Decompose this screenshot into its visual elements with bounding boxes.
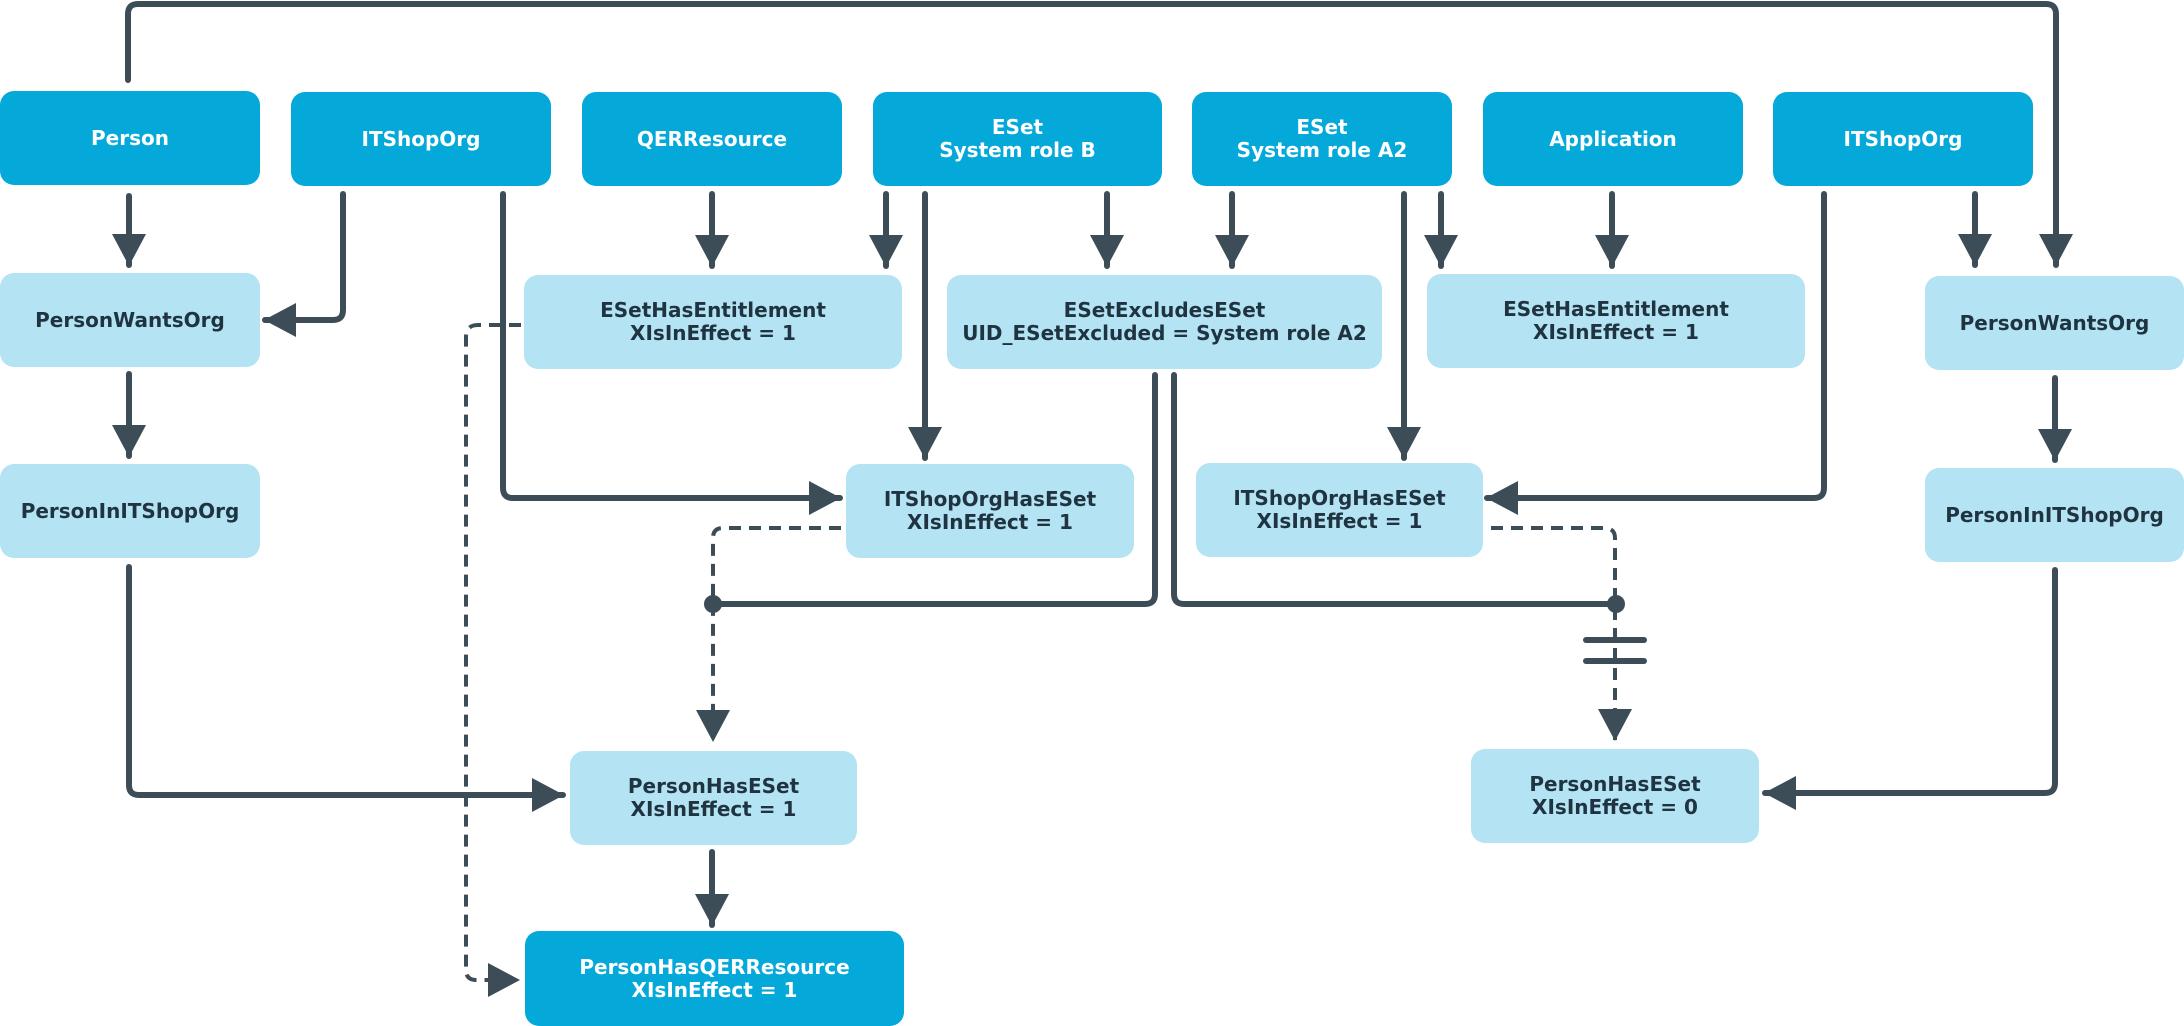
node-label: PersonHasESet — [1529, 772, 1701, 796]
node-personhaseset-right: PersonHasESet XIsInEffect = 0 — [1471, 749, 1759, 843]
node-sublabel: XIsInEffect = 0 — [1532, 795, 1698, 819]
node-label: QERResource — [636, 126, 788, 151]
node-label: ESetExcludesESet — [1063, 298, 1266, 322]
junction-dot-left — [704, 595, 722, 613]
node-sublabel: System role B — [939, 138, 1096, 162]
node-label: Person — [91, 125, 169, 150]
junction-dot-right — [1607, 595, 1625, 613]
dashed-itshoporghaseset-to-personhaseset — [696, 526, 841, 742]
connector-exclusion-right — [1171, 372, 1619, 607]
node-itshoporg-left: ITShopOrg — [291, 92, 551, 186]
node-label: PersonHasQERResource — [579, 954, 850, 979]
node-itshoporg-right: ITShopOrg — [1773, 92, 2033, 186]
connector-person-to-personwantsorg-right — [125, 1, 2073, 268]
node-personinitshoporg-right: PersonInITShopOrg — [1925, 468, 2184, 562]
node-label: PersonWantsOrg — [35, 307, 225, 332]
node-label: ITShopOrgHasESet — [1233, 486, 1446, 510]
node-personwantsorg-left: PersonWantsOrg — [0, 273, 260, 367]
node-sublabel: XIsInEffect = 1 — [1256, 509, 1423, 533]
connector-exclusion-left — [710, 372, 1158, 607]
connector-itshoporg-to-personwantsorg — [262, 191, 346, 337]
node-esethasentitlement-left: ESetHasEntitlement XIsInEffect = 1 — [524, 275, 902, 369]
connector-itshoporg-to-itshoporghaseset-left — [500, 191, 843, 515]
node-esethasentitlement-right: ESetHasEntitlement XIsInEffect = 1 — [1427, 274, 1805, 368]
node-application: Application — [1483, 92, 1743, 186]
node-label: ITShopOrg — [1843, 126, 1963, 151]
node-sublabel: UID_ESetExcluded = System role A2 — [962, 321, 1367, 345]
node-sublabel: System role A2 — [1236, 138, 1408, 162]
node-label: PersonInITShopOrg — [20, 498, 240, 523]
node-sublabel: XIsInEffect = 1 — [630, 321, 796, 345]
node-label: PersonWantsOrg — [1959, 310, 2150, 335]
node-itshoporghaseset-right: ITShopOrgHasESet XIsInEffect = 1 — [1196, 463, 1483, 557]
node-label: ESetHasEntitlement — [600, 298, 826, 322]
dashed-esethasentitlement-to-personhasqerresource — [464, 323, 521, 997]
node-sublabel: XIsInEffect = 1 — [907, 510, 1073, 534]
connector-personinitshoporg-to-personhaseset — [126, 564, 566, 812]
node-label: PersonInITShopOrg — [1945, 502, 2164, 527]
node-eset-system-role-a2: ESet System role A2 — [1192, 92, 1452, 186]
node-label: ITShopOrgHasESet — [883, 487, 1097, 511]
node-sublabel: XIsInEffect = 1 — [1533, 320, 1699, 344]
node-label: Application — [1549, 126, 1677, 151]
node-personhaseset-left: PersonHasESet XIsInEffect = 1 — [570, 751, 857, 845]
node-person: Person — [0, 91, 260, 185]
node-esetexcludeseset: ESetExcludesESet UID_ESetExcluded = Syst… — [947, 275, 1382, 369]
node-label: PersonHasESet — [627, 774, 800, 798]
node-eset-system-role-b: ESet System role B — [873, 92, 1162, 186]
node-label: ESetHasEntitlement — [1503, 297, 1729, 321]
node-personhasqerresource: PersonHasQERResource XIsInEffect = 1 — [525, 931, 904, 1026]
node-label: ESet — [1296, 115, 1348, 139]
node-qerresource: QERResource — [582, 92, 842, 186]
node-itshoporghaseset-left: ITShopOrgHasESet XIsInEffect = 1 — [846, 464, 1134, 558]
dashed-itshoporghaseset-to-personhaseset-right — [1491, 526, 1632, 741]
node-label: ESet — [991, 115, 1044, 139]
node-personwantsorg-right: PersonWantsOrg — [1925, 276, 2184, 370]
node-sublabel: XIsInEffect = 1 — [631, 977, 798, 1002]
node-sublabel: XIsInEffect = 1 — [630, 797, 797, 821]
node-label: ITShopOrg — [361, 126, 481, 151]
connector-personinitshoporg-to-personhaseset-right — [1762, 567, 2058, 810]
node-personinitshoporg-left: PersonInITShopOrg — [0, 464, 260, 558]
connector-itshoporg-to-itshoporghaseset-right — [1484, 191, 1827, 515]
